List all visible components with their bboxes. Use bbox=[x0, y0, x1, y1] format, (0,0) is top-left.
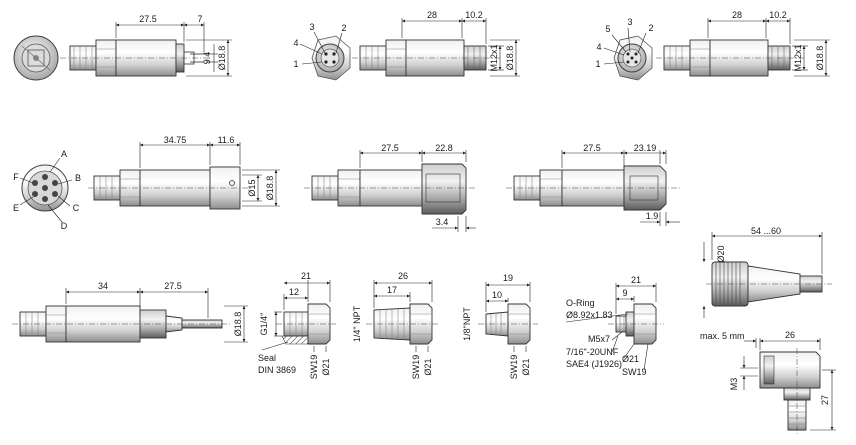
dim-j-thread-length: 17 bbox=[387, 285, 397, 295]
dim-g-diameter: Ø20 bbox=[716, 245, 726, 262]
dim-b-connector-length: 10.2 bbox=[465, 10, 483, 20]
dim-b-thread: M12x1 bbox=[489, 44, 499, 71]
dim-h-length: 34 bbox=[98, 281, 108, 291]
dim-k-total-length: 19 bbox=[503, 273, 513, 283]
dim-h-diameter: Ø18.8 bbox=[233, 312, 243, 337]
dim-a-pin-spacing: 9.4 bbox=[202, 52, 212, 65]
dim-l-thread-length: 9 bbox=[622, 288, 627, 298]
dim-a-diameter: Ø18.8 bbox=[217, 46, 227, 71]
dim-d-length: 34.75 bbox=[164, 135, 187, 145]
dim-k-diameter: Ø21 bbox=[521, 358, 531, 375]
view-c-side bbox=[656, 18, 830, 77]
label-l-oring-size: Ø8.92x1.83 bbox=[566, 310, 613, 320]
view-e-side bbox=[304, 150, 476, 232]
label-i-din: DIN 3869 bbox=[258, 365, 296, 375]
dim-j-diameter: Ø21 bbox=[423, 358, 433, 375]
pin-label-c1: 1 bbox=[595, 59, 600, 69]
dim-c-thread: M12x1 bbox=[793, 44, 803, 71]
view-b-end-face bbox=[299, 31, 351, 81]
dim-i-thread: G1/4" bbox=[259, 313, 269, 336]
dim-f-connector-length: 23.19 bbox=[634, 143, 657, 153]
view-i-process-connection bbox=[261, 280, 336, 352]
dim-m-screw: M3 bbox=[729, 378, 739, 391]
dim-l-diameter: Ø21 bbox=[622, 354, 639, 364]
dim-i-diameter: Ø21 bbox=[321, 358, 331, 375]
pin-label-b4: 4 bbox=[293, 38, 298, 48]
dim-l-sw: SW19 bbox=[622, 367, 647, 377]
view-l-process-connection bbox=[565, 283, 664, 371]
dim-e-length: 27.5 bbox=[381, 143, 399, 153]
pin-label-b3: 3 bbox=[309, 22, 314, 32]
dim-f-offset: 1.9 bbox=[646, 211, 659, 221]
dim-a-length: 27.5 bbox=[139, 14, 157, 24]
dim-k-thread: 1/8"NPT bbox=[462, 307, 472, 341]
dim-b-diameter: Ø18.8 bbox=[505, 46, 515, 71]
dim-h-cable-length: 27.5 bbox=[164, 281, 182, 291]
pin-label-c4: 4 bbox=[596, 42, 601, 52]
pin-label-d: D bbox=[61, 221, 68, 231]
pin-label-c3: 3 bbox=[627, 17, 632, 27]
dim-k-sw: SW19 bbox=[509, 355, 519, 380]
dim-m-height: 27 bbox=[820, 395, 830, 405]
dim-j-thread: 1/4" NPT bbox=[352, 305, 362, 342]
dim-a-pin-length: 7 bbox=[197, 14, 202, 24]
dim-d-connector-length: 11.6 bbox=[218, 135, 235, 145]
view-g-plug bbox=[702, 232, 832, 318]
view-m-angle-plug bbox=[740, 338, 836, 436]
pin-label-a: A bbox=[61, 149, 67, 159]
dim-c-diameter: Ø18.8 bbox=[815, 46, 825, 71]
dim-k-thread-length: 10 bbox=[492, 290, 502, 300]
view-j-process-connection bbox=[366, 280, 440, 352]
dim-m-width: 26 bbox=[785, 330, 795, 340]
dim-l-total-length: 21 bbox=[631, 275, 641, 285]
dim-d-diameter: Ø18.8 bbox=[265, 176, 275, 201]
dim-c-length: 28 bbox=[732, 10, 742, 20]
dim-i-sw: SW19 bbox=[309, 355, 319, 380]
view-a-side bbox=[60, 22, 232, 77]
view-c-end-face bbox=[603, 27, 653, 81]
label-l-unf: 7/16"-20UNF bbox=[566, 347, 619, 357]
view-a-end-face bbox=[13, 35, 59, 81]
dim-b-length: 28 bbox=[427, 10, 437, 20]
pin-label-b: B bbox=[75, 173, 81, 183]
pin-label-c2: 2 bbox=[648, 23, 653, 33]
pin-label-b2: 2 bbox=[341, 23, 346, 33]
label-l-sae: SAE4 (J1926) bbox=[566, 359, 622, 369]
dim-j-total-length: 26 bbox=[398, 271, 408, 281]
dim-j-sw: SW19 bbox=[411, 355, 421, 380]
label-i-seal: Seal bbox=[258, 353, 276, 363]
view-h-side bbox=[12, 288, 248, 343]
view-f-side bbox=[506, 150, 680, 226]
pin-label-b1: 1 bbox=[293, 59, 298, 69]
label-l-m5: M5x7 bbox=[588, 334, 610, 344]
dim-f-length: 27.5 bbox=[583, 143, 601, 153]
label-l-oring: O-Ring bbox=[566, 298, 595, 308]
pin-label-c5: 5 bbox=[605, 24, 610, 34]
view-d-side bbox=[88, 142, 280, 210]
pin-label-f: F bbox=[13, 172, 19, 182]
dim-e-offset: 3.4 bbox=[436, 217, 449, 227]
dim-i-thread-length: 12 bbox=[289, 287, 299, 297]
view-d-end-face bbox=[19, 157, 73, 223]
dim-c-connector-length: 10.2 bbox=[769, 10, 787, 20]
dim-g-length: 54 ...60 bbox=[751, 226, 781, 236]
dim-e-connector-length: 22.8 bbox=[435, 143, 453, 153]
pin-label-e: E bbox=[13, 203, 19, 213]
view-b-side bbox=[352, 18, 520, 77]
view-k-process-connection bbox=[478, 282, 538, 352]
dim-i-total-length: 21 bbox=[301, 271, 311, 281]
dim-m-max: max. 5 mm bbox=[700, 331, 745, 341]
pin-label-c: C bbox=[73, 203, 80, 213]
dim-d-inner-diameter: Ø15 bbox=[247, 179, 257, 196]
